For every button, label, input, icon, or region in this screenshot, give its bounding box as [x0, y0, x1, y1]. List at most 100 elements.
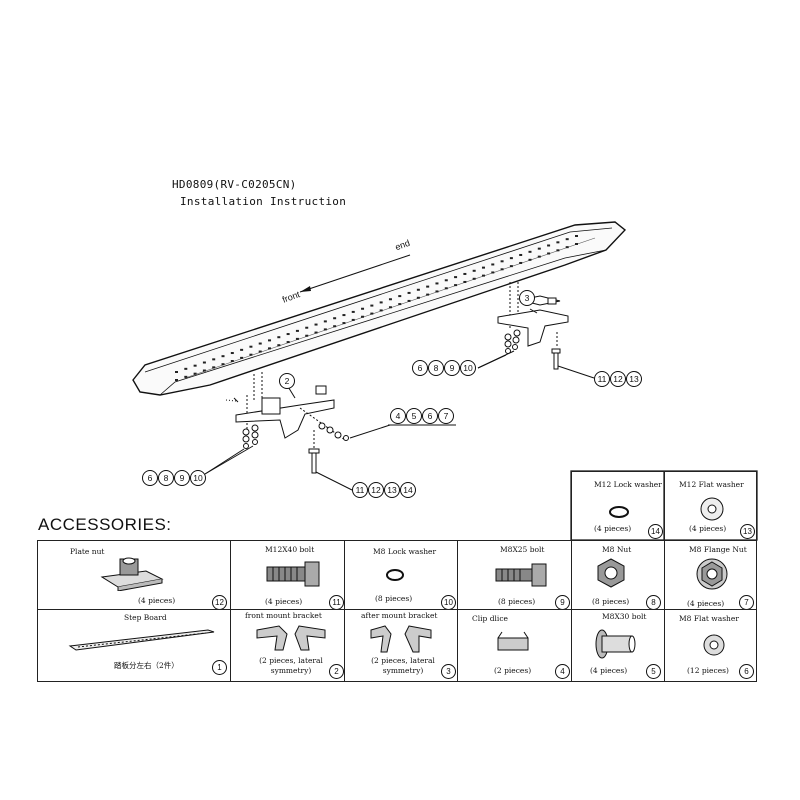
- board-hole: [240, 356, 244, 359]
- hex-nut-icon: [597, 558, 625, 588]
- step-board-icon: [68, 629, 215, 651]
- callout-10: 10: [460, 360, 476, 376]
- accessory-qty: (8 pieces): [498, 597, 536, 606]
- callout-8: 8: [158, 470, 174, 486]
- board-hole: [463, 280, 467, 283]
- board-hole: [249, 345, 253, 348]
- board-hole: [491, 263, 495, 266]
- callout-9: 9: [444, 360, 460, 376]
- lock-washer-icon: [386, 569, 404, 581]
- board-hole: [426, 285, 430, 288]
- board-hole: [528, 258, 532, 261]
- board-hole: [212, 366, 216, 369]
- board-hole: [323, 328, 327, 331]
- board-hole: [398, 295, 402, 298]
- board-hole: [481, 274, 485, 277]
- accessory-name: M12 Flat washer: [679, 480, 744, 489]
- board-hole: [379, 309, 383, 312]
- board-hole: [184, 375, 188, 378]
- accessory-number: 10: [441, 595, 456, 610]
- accessory-number: 13: [740, 524, 755, 539]
- accessory-name: M12 Lock washer: [594, 480, 662, 489]
- board-hole: [361, 315, 365, 318]
- bolt-icon: [595, 629, 636, 659]
- board-hole: [333, 317, 337, 320]
- board-hole: [565, 246, 569, 249]
- flange-nut-icon: [696, 558, 728, 590]
- board-hole: [575, 243, 578, 245]
- accessory-cell-m8x30-bolt: M8X30 bolt (4 pieces) 5: [571, 609, 665, 682]
- accessory-number: 6: [739, 664, 754, 679]
- diagram-subtitle: Installation Instruction: [180, 195, 347, 208]
- accessory-cell-m8-flat-washer: M8 Flat washer (12 pieces) 6: [664, 609, 757, 682]
- board-hole: [407, 291, 411, 294]
- board-hole: [575, 235, 578, 237]
- board-hole: [221, 363, 225, 366]
- clip-icon: [497, 631, 529, 651]
- accessory-name: M12X40 bolt: [265, 545, 315, 554]
- accessory-cell-m12x40-bolt: M12X40 bolt (4 pieces) 11: [230, 540, 345, 610]
- flat-washer-icon: [700, 497, 724, 521]
- step-board-drawing: [132, 221, 627, 396]
- board-hole: [556, 249, 560, 252]
- board-hole: [351, 318, 355, 321]
- accessory-qty: (4 pieces): [687, 599, 725, 608]
- accessory-number: 8: [646, 595, 661, 610]
- accessory-qty: 踏板分左右（2件）: [114, 661, 179, 670]
- board-hole: [212, 358, 216, 361]
- underline-4567: [388, 424, 456, 426]
- accessory-number: 2: [329, 664, 344, 679]
- board-hole: [277, 344, 281, 347]
- board-hole: [491, 271, 495, 274]
- board-hole: [193, 364, 197, 367]
- callout-12: 12: [610, 371, 626, 387]
- board-hole: [388, 298, 392, 301]
- accessory-qty: (4 pieces): [594, 524, 632, 533]
- callout-8: 8: [428, 360, 444, 376]
- accessory-name: M8 Lock washer: [373, 547, 437, 556]
- board-hole: [370, 312, 374, 315]
- board-hole: [398, 303, 402, 306]
- board-hole: [556, 241, 560, 244]
- board-hole: [305, 334, 309, 337]
- board-hole: [230, 352, 234, 355]
- board-hole: [305, 326, 309, 329]
- accessory-name: M8X25 bolt: [500, 545, 545, 554]
- accessory-name: Clip dlice: [472, 614, 508, 623]
- callout-6: 6: [412, 360, 428, 376]
- board-hole: [268, 347, 272, 350]
- accessory-cell-m12-flat-washer: M12 Flat washer (4 pieces) 13: [664, 471, 757, 541]
- board-hole: [500, 268, 504, 271]
- accessory-qty: (8 pieces): [375, 594, 413, 603]
- callout-11: 11: [352, 482, 368, 498]
- accessory-number: 12: [212, 595, 227, 610]
- board-hole: [509, 257, 513, 260]
- accessory-qty: (12 pieces): [687, 666, 729, 675]
- board-hole: [230, 360, 234, 363]
- board-hole: [463, 272, 467, 275]
- board-hole: [202, 361, 206, 364]
- accessory-number: 3: [441, 664, 456, 679]
- callout-9: 9: [174, 470, 190, 486]
- callout-4: 4: [390, 408, 406, 424]
- board-hole: [314, 331, 318, 334]
- callout-13: 13: [384, 482, 400, 498]
- board-hole: [454, 284, 458, 287]
- accessory-name: Step Board: [124, 613, 167, 622]
- callout-10: 10: [190, 470, 206, 486]
- board-hole: [333, 325, 337, 328]
- accessory-number: 1: [212, 660, 227, 675]
- bracket-icon: [256, 625, 326, 651]
- board-hole: [537, 247, 541, 250]
- callout-front-bracket: 2: [279, 373, 295, 389]
- accessory-name: M8 Flange Nut: [689, 545, 747, 554]
- callout-13: 13: [626, 371, 642, 387]
- board-hole: [407, 299, 411, 302]
- board-hole: [435, 282, 439, 285]
- accessory-cell-step-board: Step Board 踏板分左右（2件） 1: [37, 609, 231, 682]
- board-hole: [351, 310, 355, 313]
- accessory-name: M8 Flat washer: [679, 614, 739, 623]
- callout-14: 14: [400, 482, 416, 498]
- board-hole: [565, 238, 569, 241]
- accessory-cell-m8-lock-washer: M8 Lock washer (8 pieces) 10: [344, 540, 458, 610]
